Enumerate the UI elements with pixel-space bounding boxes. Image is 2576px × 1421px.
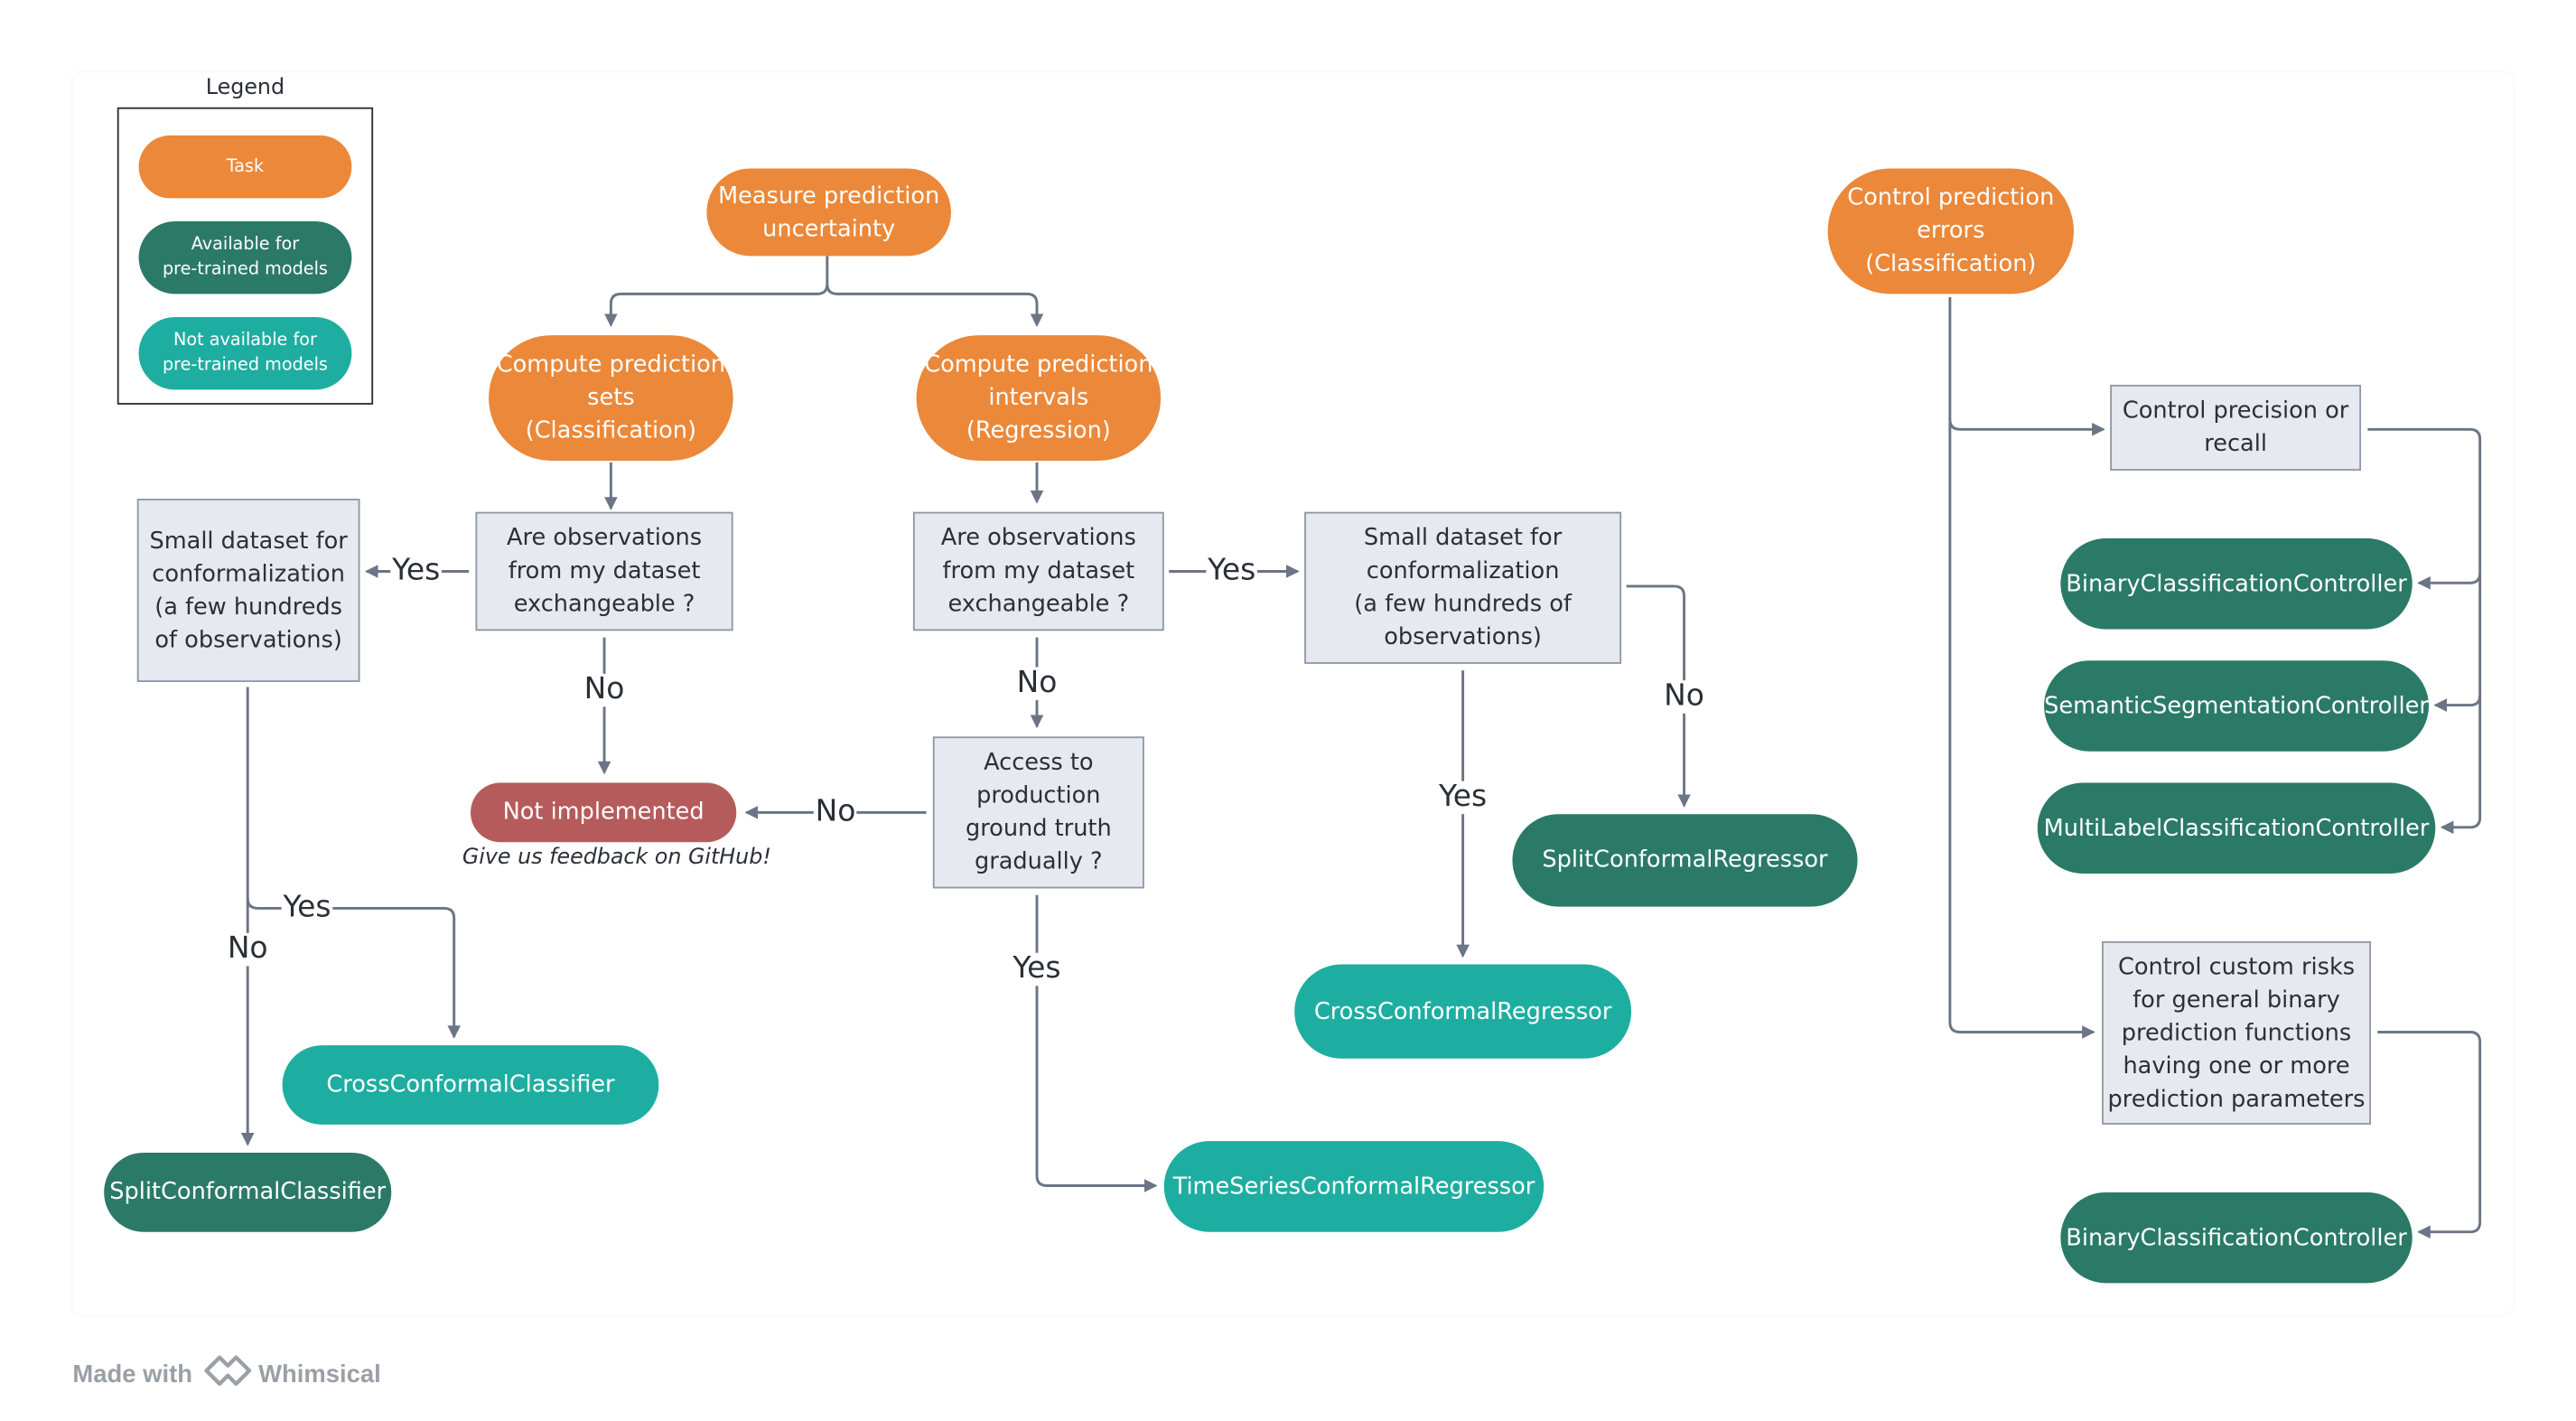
edge-pr-ssc bbox=[2433, 573, 2482, 712]
edge-label-yes-small-right: Yes bbox=[1437, 779, 1489, 815]
edge-label-no-left: No bbox=[582, 671, 627, 707]
edge-label-yes-small-left: Yes bbox=[281, 890, 333, 925]
node-binary-classification-controller-1: BinaryClassificationController bbox=[2060, 538, 2413, 630]
edge-pr-bcc1 bbox=[2367, 427, 2482, 590]
node-exchangeable-left: Are observations from my dataset exchang… bbox=[475, 511, 733, 631]
legend-task: Task bbox=[138, 135, 352, 199]
edge-small-cross-clf bbox=[246, 687, 462, 1039]
node-control-errors: Control prediction errors (Classificatio… bbox=[1827, 168, 2074, 294]
edge-errors-pr bbox=[1948, 297, 2105, 436]
legend-title: Legend bbox=[205, 76, 285, 101]
legend-box bbox=[117, 107, 374, 405]
edge-errors-custom bbox=[1948, 419, 2095, 1039]
node-small-dataset-left: Small dataset for conformalization (a fe… bbox=[136, 499, 360, 682]
node-split-conformal-classifier: SplitConformalClassifier bbox=[104, 1152, 392, 1232]
node-multilabel-classification-controller: MultiLabelClassificationController bbox=[2037, 782, 2436, 874]
edge-access-ts bbox=[1035, 894, 1158, 1192]
made-with-text: Made with bbox=[72, 1360, 192, 1388]
edge-measure-split bbox=[604, 256, 829, 327]
node-semantic-segmentation-controller: SemanticSegmentationController bbox=[2044, 660, 2429, 752]
node-cross-conformal-classifier: CrossConformalClassifier bbox=[282, 1045, 659, 1125]
node-control-precision-recall: Control precision or recall bbox=[2110, 384, 2362, 471]
edge-label-yes-access: Yes bbox=[1011, 950, 1063, 986]
node-time-series-conformal-regressor: TimeSeriesConformalRegressor bbox=[1163, 1141, 1545, 1232]
edge-custom-bcc2 bbox=[2377, 1031, 2482, 1239]
node-not-implemented: Not implemented bbox=[470, 782, 737, 843]
node-binary-classification-controller-2: BinaryClassificationController bbox=[2060, 1192, 2413, 1284]
node-small-dataset-right: Small dataset for conformalization (a fe… bbox=[1304, 511, 1622, 664]
whimsical-brand-text: Whimsical bbox=[258, 1360, 381, 1388]
feedback-note: Give us feedback on GitHub! bbox=[462, 845, 771, 871]
node-exchangeable-mid: Are observations from my dataset exchang… bbox=[912, 511, 1164, 631]
node-measure-uncertainty: Measure prediction uncertainty bbox=[706, 168, 951, 257]
node-access-ground-truth: Access to production ground truth gradua… bbox=[932, 736, 1144, 889]
legend-available: Available for pre-trained models bbox=[138, 220, 352, 294]
edge-label-no-access: No bbox=[813, 794, 858, 829]
node-control-custom-risks: Control custom risks for general binary … bbox=[2102, 940, 2372, 1125]
edge-pr-mlcc bbox=[2440, 695, 2482, 835]
edge-label-yes-mid: Yes bbox=[1206, 553, 1258, 588]
node-split-conformal-regressor: SplitConformalRegressor bbox=[1512, 814, 1858, 907]
edge-measure-intervals bbox=[826, 284, 1044, 327]
node-compute-intervals: Compute prediction intervals (Regression… bbox=[916, 335, 1162, 462]
node-cross-conformal-regressor: CrossConformalRegressor bbox=[1294, 964, 1632, 1059]
edge-small-split-reg bbox=[1626, 584, 1691, 808]
edge-label-no-mid: No bbox=[1014, 665, 1059, 701]
legend-not-available: Not available for pre-trained models bbox=[138, 316, 352, 390]
whimsical-logo-icon bbox=[202, 1354, 252, 1394]
edge-label-no-small-right: No bbox=[1662, 678, 1706, 714]
edge-label-yes-left: Yes bbox=[390, 553, 443, 588]
node-compute-sets: Compute prediction sets (Classification) bbox=[489, 335, 733, 462]
made-with-whimsical[interactable]: Made with Whimsical bbox=[72, 1354, 381, 1394]
edge-label-no-small-left: No bbox=[225, 930, 270, 967]
